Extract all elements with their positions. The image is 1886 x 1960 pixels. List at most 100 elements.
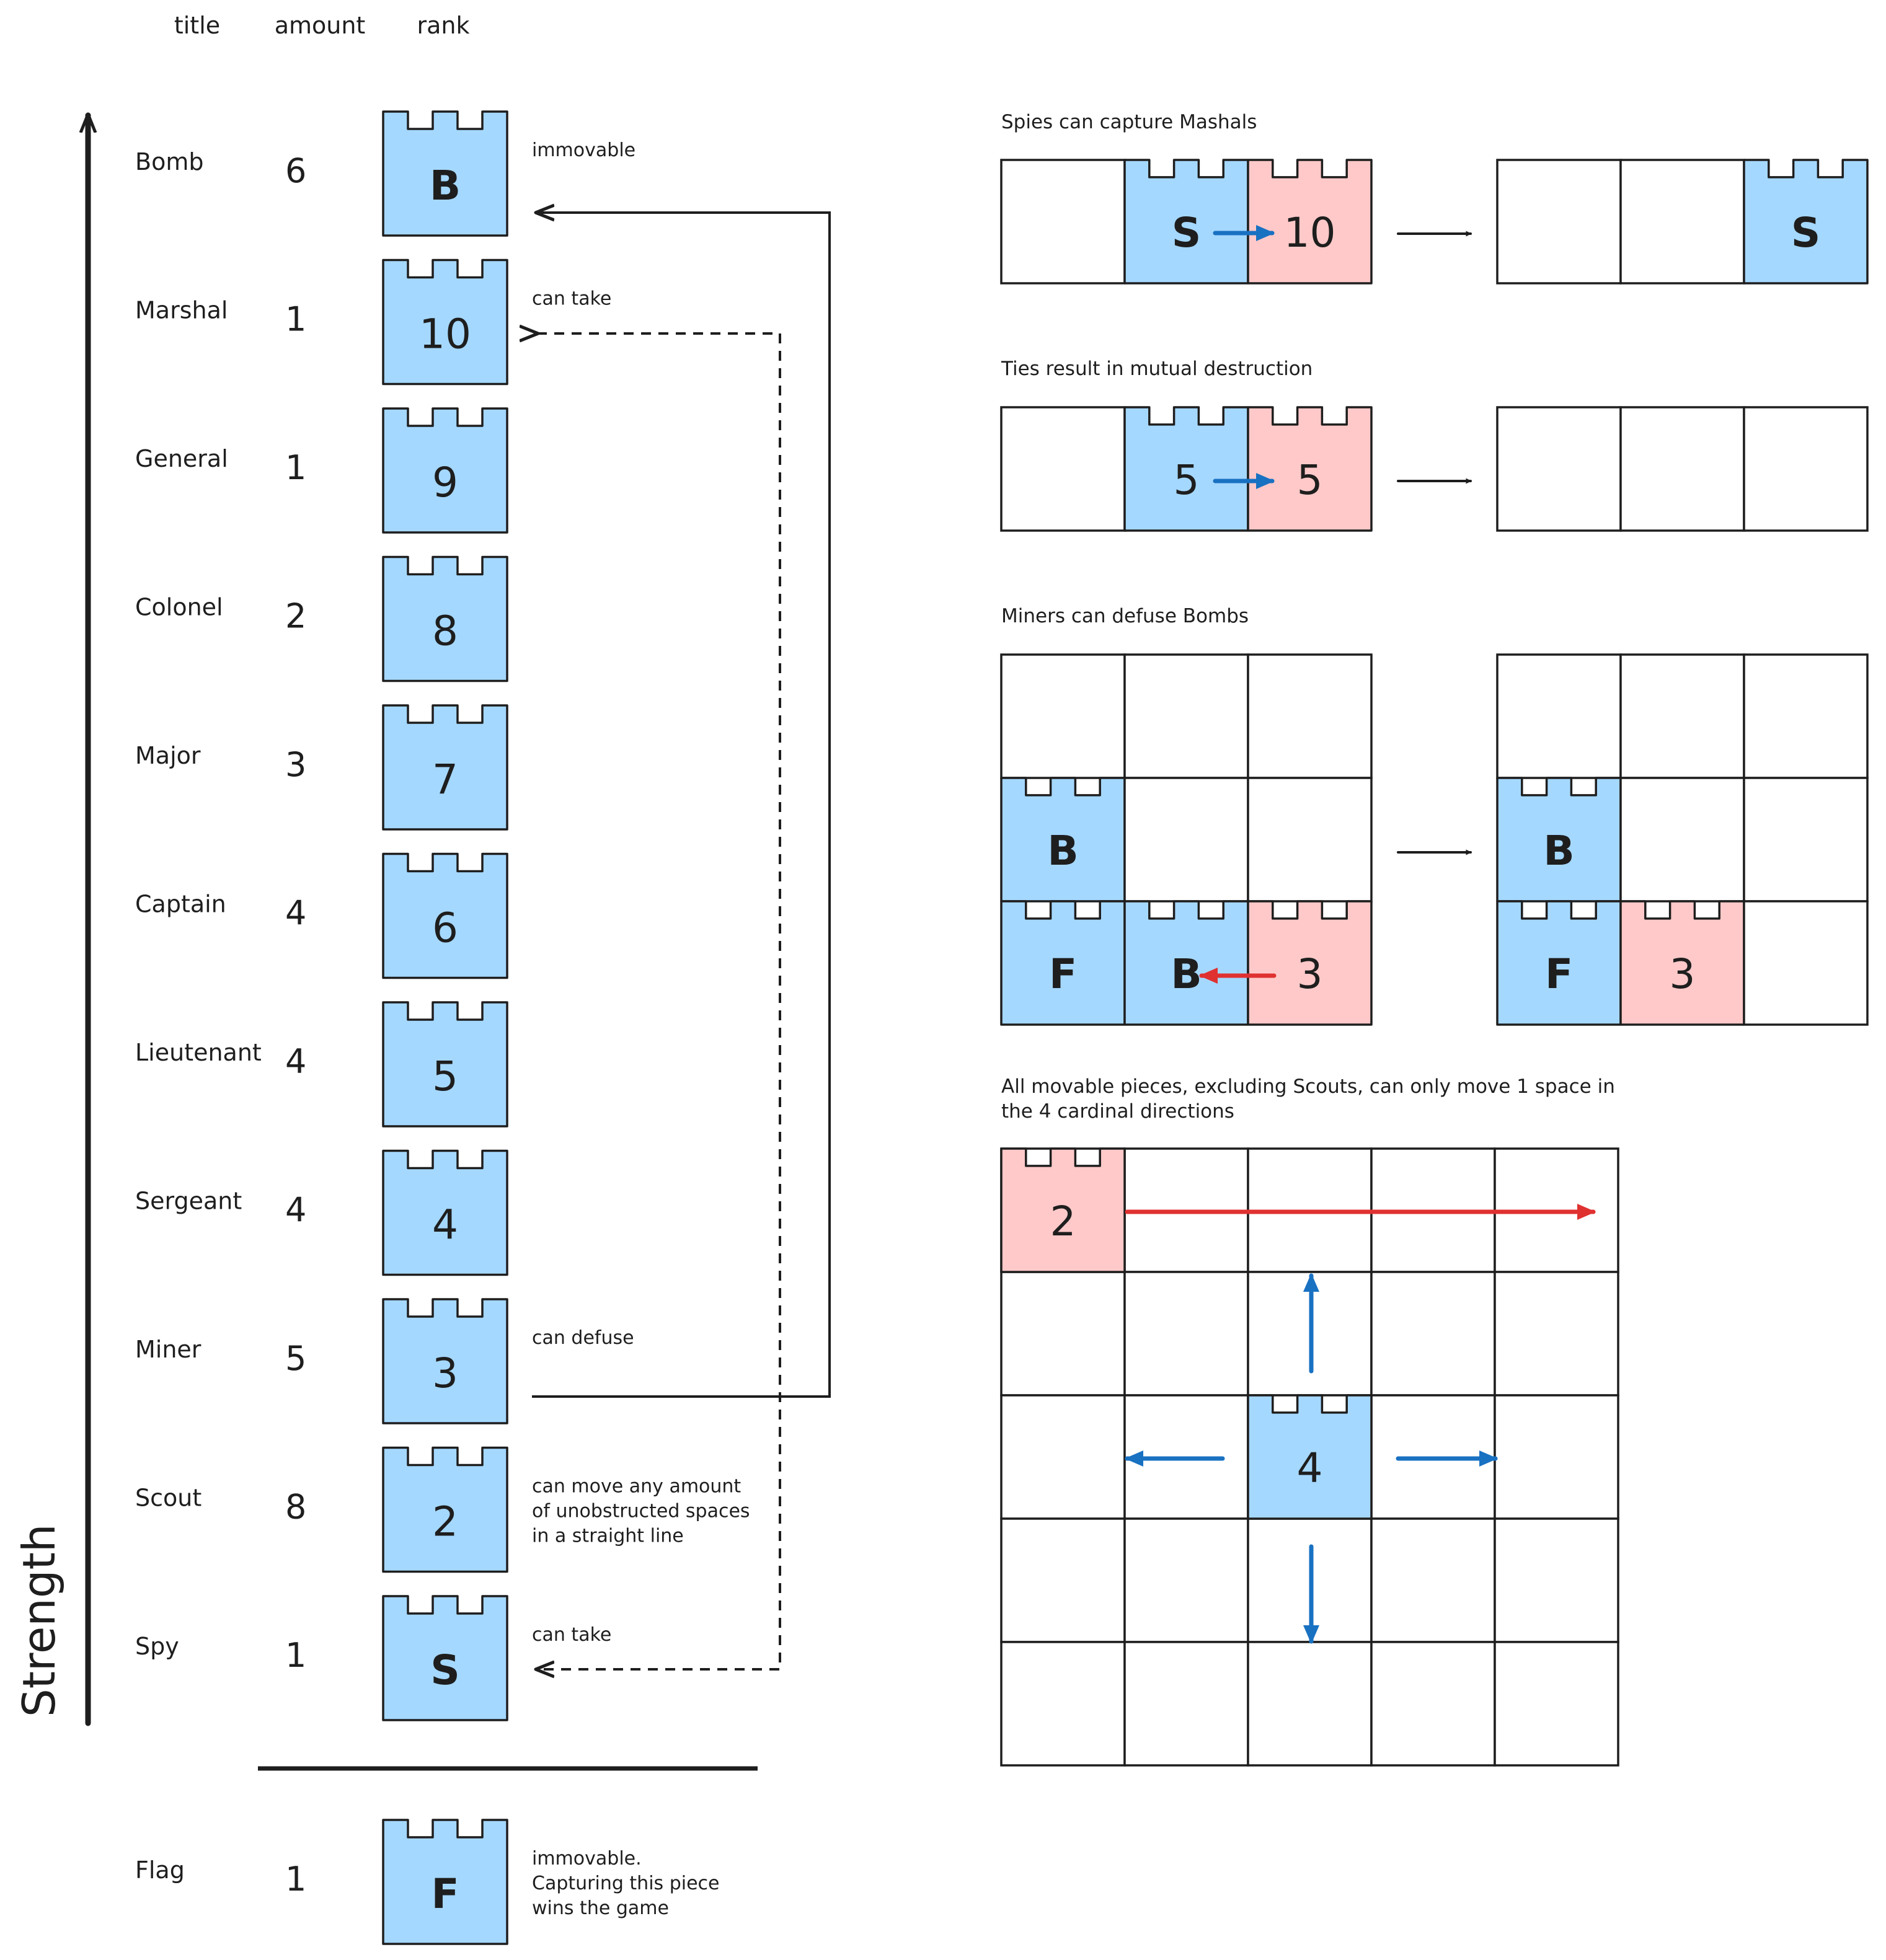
- piece-title: Bomb: [135, 148, 203, 175]
- movement-caption-line-2: the 4 cardinal directions: [1001, 1100, 1234, 1123]
- board-piece-label: 3: [1297, 950, 1323, 998]
- piece-note-line: in a straight line: [532, 1525, 684, 1547]
- header-title: title: [174, 12, 220, 39]
- board-cell-empty: [1743, 777, 1869, 903]
- piece-note-line: of unobstructed spaces: [532, 1501, 750, 1522]
- board-cell-empty: [1123, 1641, 1249, 1767]
- strength-axis-label: Strength: [13, 1524, 65, 1717]
- piece-token: [382, 258, 508, 386]
- piece-note-line: can move any amount: [532, 1476, 741, 1498]
- board-cell-empty: [1000, 1271, 1126, 1397]
- example-spies-capture-marshal: Spies can capture Mashals S 10 S: [1000, 111, 1869, 285]
- board-cell-empty: [1123, 1517, 1249, 1643]
- board-piece-red: [1247, 159, 1373, 285]
- piece-title: Colonel: [135, 594, 223, 621]
- board-cell-empty: [1000, 1641, 1126, 1767]
- board-cell-empty: [1247, 1641, 1373, 1767]
- piece-note-line: immovable: [532, 139, 635, 161]
- piece-title: Sergeant: [135, 1188, 242, 1215]
- board-cell-empty: [1743, 653, 1869, 779]
- piece-rank: 5: [432, 1053, 458, 1100]
- board-cell-empty: [1494, 1517, 1619, 1643]
- piece-rank: 7: [432, 756, 458, 803]
- board-cell-empty: [1494, 1271, 1619, 1397]
- center-piece-label: 4: [1297, 1444, 1323, 1492]
- piece-token: [382, 555, 508, 682]
- board-cell-empty: [1496, 159, 1622, 285]
- piece-amount: 2: [285, 597, 306, 636]
- piece-note-line: wins the game: [532, 1897, 669, 1919]
- board-piece-label: 3: [1670, 950, 1696, 998]
- piece-amount: 4: [285, 894, 306, 933]
- board-cell-empty: [1619, 406, 1745, 532]
- piece-note-line: can take: [532, 288, 611, 310]
- piece-amount: 1: [285, 1636, 306, 1675]
- ties-caption: Ties result in mutual destruction: [1001, 358, 1313, 380]
- piece-rank: 6: [432, 904, 458, 952]
- scout-piece-label: 2: [1050, 1198, 1076, 1245]
- piece-note-line: can defuse: [532, 1327, 634, 1349]
- piece-title: Miner: [135, 1336, 201, 1363]
- board-piece-label: 10: [1284, 209, 1336, 257]
- piece-token: [382, 852, 508, 979]
- piece-amount: 4: [285, 1042, 306, 1081]
- piece-amount: 1: [285, 448, 306, 487]
- board-piece-label: B: [1047, 827, 1078, 875]
- board-piece-label: 5: [1174, 456, 1200, 504]
- board-cell-empty: [1743, 406, 1869, 532]
- board-piece-label: 5: [1297, 456, 1323, 504]
- board-cell-empty: [1123, 1271, 1249, 1397]
- board-piece-label: S: [1172, 209, 1202, 257]
- piece-rank: B: [430, 162, 461, 210]
- board-piece-red: [1247, 406, 1373, 532]
- piece-note-line: Capturing this piece: [532, 1873, 719, 1894]
- board-cell-empty: [1619, 777, 1745, 903]
- board-cell-empty: [1496, 653, 1622, 779]
- ties-board-after: [1496, 406, 1869, 532]
- movement-caption-line-1: All movable pieces, excluding Scouts, ca…: [1001, 1075, 1615, 1098]
- board-cell-empty: [1494, 1394, 1619, 1520]
- board-piece-label: S: [1791, 209, 1821, 257]
- center-piece: [1247, 1394, 1373, 1520]
- example-movement-rules: All movable pieces, excluding Scouts, ca…: [1000, 1075, 1619, 1767]
- piece-title: Spy: [135, 1633, 179, 1660]
- piece-note-line: immovable.: [532, 1848, 642, 1870]
- board-cell-empty: [1619, 159, 1745, 285]
- piece-amount: 8: [285, 1488, 306, 1527]
- piece-token: [382, 1446, 508, 1573]
- board-cell-empty: [1123, 777, 1249, 903]
- board-cell-empty: [1619, 653, 1745, 779]
- piece-token: [382, 1595, 508, 1721]
- spy-takes-marshal-connector: [537, 333, 781, 1669]
- board-cell-empty: [1000, 653, 1126, 779]
- miner-defuses-bomb-connector: [532, 213, 831, 1398]
- piece-rank: 10: [419, 311, 471, 358]
- spies-caption: Spies can capture Mashals: [1001, 111, 1257, 133]
- piece-token: [382, 1001, 508, 1128]
- piece-title: Lieutenant: [135, 1039, 262, 1066]
- piece-row-lieutenant: Lieutenant 4 5: [135, 1001, 508, 1128]
- board-cell-empty: [1000, 406, 1126, 532]
- piece-rank: S: [430, 1646, 460, 1694]
- piece-title: Major: [135, 742, 201, 769]
- piece-amount: 6: [285, 151, 306, 190]
- piece-title: Marshal: [135, 297, 228, 324]
- piece-amount: 4: [285, 1191, 306, 1230]
- board-cell-empty: [1000, 1394, 1126, 1520]
- board-piece-label: F: [1545, 950, 1573, 998]
- spies-board-after: S: [1496, 159, 1869, 285]
- spies-board-before: S 10: [1000, 159, 1373, 285]
- piece-token: [382, 1149, 508, 1276]
- piece-title: General: [135, 445, 228, 472]
